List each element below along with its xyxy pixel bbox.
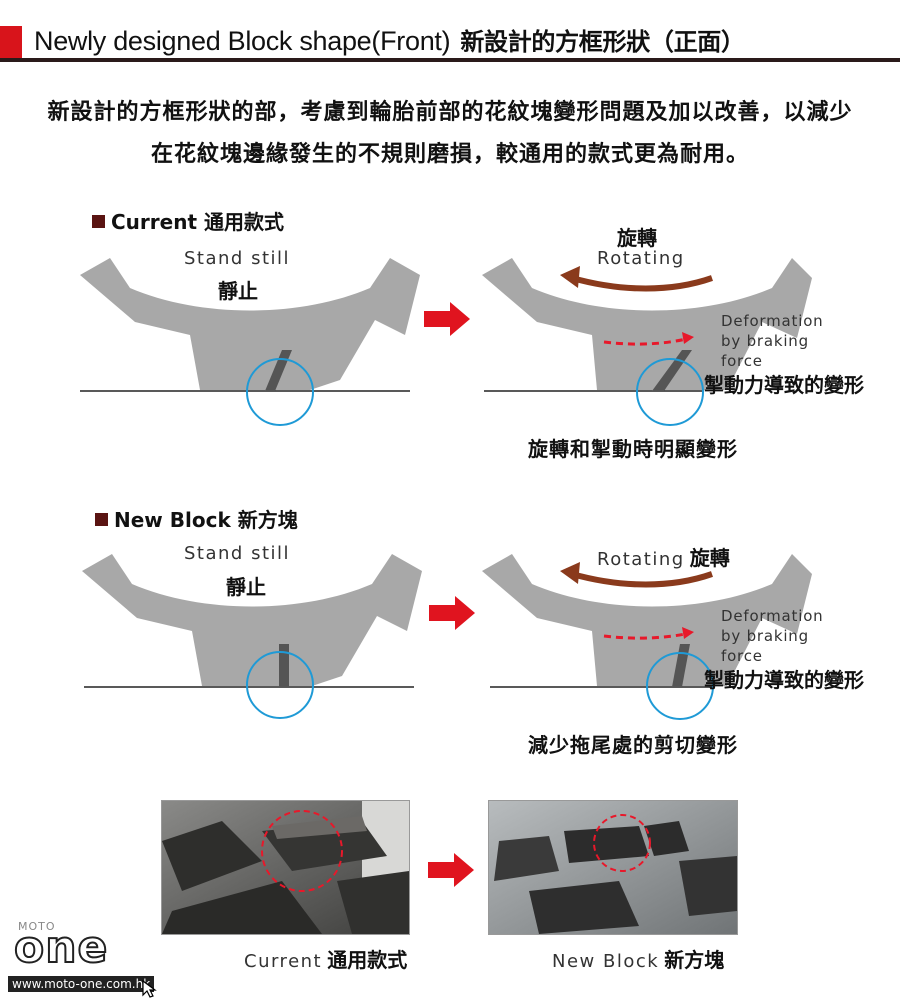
deform-line-3: force xyxy=(721,352,763,370)
deform-line-1: Deformation xyxy=(721,312,824,330)
current-still-en: Stand still xyxy=(184,248,291,269)
current-result-cn: 旋轉和掣動時明顯變形 xyxy=(528,437,738,461)
current-tread-photo xyxy=(161,800,410,935)
header-accent-bar xyxy=(0,26,22,62)
current-rotating-diagram xyxy=(482,258,812,426)
transition-arrow-icon xyxy=(424,302,470,336)
current-caption-en: Current xyxy=(244,951,323,972)
new-still-en: Stand still xyxy=(184,543,291,564)
focus-circle xyxy=(246,358,314,426)
intro-line-2: 在花紋塊邊緣發生的不規則磨損，較通用的款式更為耐用。 xyxy=(150,142,749,167)
current-section-label: Current 通用款式 xyxy=(92,206,284,235)
new-still-diagram xyxy=(82,554,422,719)
page-title-cn: 新設計的方框形狀（正面） xyxy=(460,29,745,56)
new-caption-cn: 新方塊 xyxy=(664,948,725,972)
focus-circle xyxy=(646,652,714,720)
new-photo-caption: New Block 新方塊 xyxy=(552,944,724,973)
page-title-en: Newly designed Block shape(Front) xyxy=(34,26,451,56)
rotate-arrow-icon xyxy=(571,275,713,292)
current-caption-cn: 通用款式 xyxy=(327,948,408,972)
header-underline xyxy=(0,58,900,62)
new-caption-en: New Block xyxy=(552,951,660,972)
new-block-photo-image xyxy=(489,801,737,934)
new-section-en: New Block xyxy=(114,508,231,532)
current-tread-photo-image xyxy=(162,801,409,934)
block-edge-mark xyxy=(279,644,289,687)
new-rotate-label: Rotating 旋轉 xyxy=(597,542,730,571)
current-section-cn: 通用款式 xyxy=(203,210,284,234)
current-rotate-cn: 旋轉 xyxy=(617,226,657,250)
new-still-cn: 靜止 xyxy=(226,575,266,599)
current-still-cn: 靜止 xyxy=(218,279,258,303)
tread-block-shape xyxy=(482,258,812,390)
logo-top-text: MOTO xyxy=(18,920,56,933)
deform-line-2: by braking xyxy=(721,332,809,350)
brand-logo: one xyxy=(13,921,109,974)
focus-circle xyxy=(246,651,314,719)
wear-highlight-circle xyxy=(261,810,343,892)
new-section-label: New Block 新方塊 xyxy=(95,504,298,533)
section-bullet-icon xyxy=(95,513,108,526)
focus-circle xyxy=(636,358,704,426)
current-deform-cn: 掣動力導致的變形 xyxy=(704,373,864,397)
new-deform-en: Deformation by braking force xyxy=(721,606,823,666)
new-section-cn: 新方塊 xyxy=(237,508,298,532)
tread-block-shape xyxy=(482,554,812,686)
current-rotate-en: Rotating xyxy=(597,248,685,269)
wear-highlight-circle xyxy=(593,814,651,872)
tread-block-shape xyxy=(80,258,420,390)
brand-url: www.moto-one.com.hk xyxy=(8,976,155,992)
new-result-cn: 減少拖尾處的剪切變形 xyxy=(528,733,738,757)
new-rotating-diagram xyxy=(482,554,812,720)
section-bullet-icon xyxy=(92,215,105,228)
current-photo-caption: Current 通用款式 xyxy=(244,944,407,973)
page-title: Newly designed Block shape(Front) 新設計的方框形… xyxy=(34,22,745,57)
current-deform-en: Deformation by braking force xyxy=(721,311,823,371)
new-deform-cn: 掣動力導致的變形 xyxy=(704,668,864,692)
new-block-photo xyxy=(488,800,738,935)
deform-line-3: force xyxy=(721,647,763,665)
deform-line-1: Deformation xyxy=(721,607,824,625)
intro-line-1: 新設計的方框形狀的部，考慮到輪胎前部的花紋塊變形問題及加以改善，以減少 xyxy=(47,100,853,125)
deform-line-2: by braking xyxy=(721,627,809,645)
rotate-arrow-icon xyxy=(571,571,713,588)
new-rotate-cn: 旋轉 xyxy=(689,546,730,570)
transition-arrow-icon xyxy=(429,596,475,630)
new-rotate-en: Rotating xyxy=(597,549,685,570)
deformed-edge-mark xyxy=(672,644,690,687)
deform-arrow-icon xyxy=(603,336,691,346)
transition-arrow-icon xyxy=(428,853,474,887)
deform-arrow-icon xyxy=(603,631,691,640)
cursor-icon xyxy=(142,979,157,998)
current-section-en: Current xyxy=(111,210,198,234)
current-still-diagram xyxy=(80,258,420,426)
tread-block-shape xyxy=(82,554,422,686)
